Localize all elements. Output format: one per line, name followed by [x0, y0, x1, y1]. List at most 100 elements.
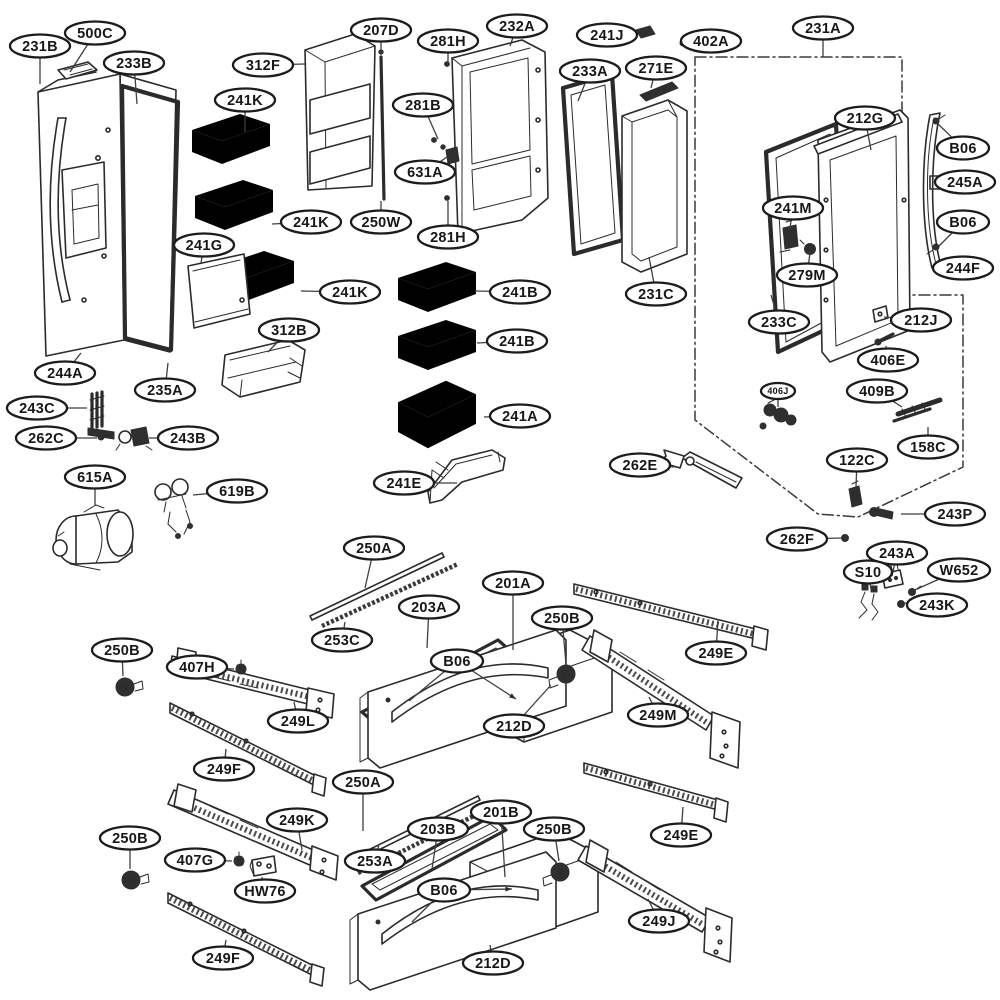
svg-text:243P: 243P	[937, 507, 972, 523]
svg-text:243C: 243C	[19, 401, 55, 417]
part-screw-b06-top	[932, 114, 946, 125]
svg-text:281H: 281H	[430, 34, 466, 50]
part-label-500c-1: 500C	[63, 20, 127, 46]
part-label-262e-45: 262E	[608, 452, 672, 478]
svg-text:615A: 615A	[77, 470, 113, 486]
part-screw-281h-top	[444, 61, 450, 67]
svg-text:281B: 281B	[405, 98, 441, 114]
part-rail-249k	[167, 783, 339, 881]
svg-text:253A: 253A	[357, 854, 393, 870]
part-bin-unit-312f	[304, 33, 376, 191]
part-label-235a-47: 235A	[133, 377, 197, 403]
part-label-615a-51: 615A	[63, 464, 127, 490]
part-door-gasket-233b	[119, 83, 181, 353]
part-label-250a-54: 250A	[342, 535, 406, 561]
part-label-212d-77: 212D	[482, 713, 546, 739]
part-cover-232a	[431, 39, 549, 235]
svg-text:241E: 241E	[386, 476, 421, 492]
part-label-243b-50: 243B	[156, 425, 220, 451]
leader-arrowhead	[509, 693, 516, 699]
svg-text:249E: 249E	[663, 828, 698, 844]
svg-text:158C: 158C	[910, 440, 946, 456]
svg-text:249F: 249F	[207, 762, 241, 778]
part-strip-250a-top	[309, 552, 445, 621]
part-grommet-250b-1	[115, 677, 144, 697]
svg-text:241K: 241K	[332, 285, 368, 301]
part-label-241a-23: 241A	[488, 403, 552, 429]
part-screw-b06-bottom	[926, 243, 940, 255]
svg-text:245A: 245A	[947, 175, 983, 191]
part-label-402a-13: 402A	[679, 28, 743, 54]
svg-text:243B: 243B	[170, 431, 206, 447]
part-hinge-243c	[87, 390, 115, 440]
svg-text:631A: 631A	[407, 165, 443, 181]
svg-text:B06: B06	[430, 883, 458, 899]
svg-text:231B: 231B	[22, 39, 58, 55]
part-door-231c	[621, 99, 688, 273]
svg-text:250B: 250B	[104, 643, 140, 659]
svg-text:231A: 231A	[805, 21, 841, 37]
part-bin-241b-2	[398, 320, 476, 370]
svg-text:233B: 233B	[116, 56, 152, 72]
part-label-233a-14: 233A	[558, 58, 622, 84]
part-label-158c-37: 158C	[896, 434, 960, 460]
part-grommet-250b-4	[121, 870, 150, 890]
part-screw-262c	[97, 433, 111, 441]
svg-text:249F: 249F	[206, 951, 240, 967]
part-label-253a-72: 253A	[343, 848, 407, 874]
svg-text:249M: 249M	[639, 708, 676, 724]
part-tray-241e	[427, 449, 506, 504]
part-label-b06-58: B06	[429, 648, 485, 674]
part-label-281h-20: 281H	[416, 224, 480, 250]
part-panel-241g	[187, 253, 251, 329]
part-label-243c-48: 243C	[5, 395, 69, 421]
part-hinge-243b	[115, 426, 153, 451]
part-label-249j-79: 249J	[627, 908, 691, 934]
part-label-619b-52: 619B	[205, 478, 269, 504]
part-label-203a-56: 203A	[397, 594, 461, 620]
part-bracket-241m	[779, 219, 799, 253]
svg-text:231C: 231C	[638, 287, 674, 303]
part-label-250b-66: 250B	[98, 825, 162, 851]
part-label-207d-9: 207D	[349, 17, 413, 43]
part-label-407h-63: 407H	[165, 654, 229, 680]
part-bin-241k-1	[192, 114, 270, 164]
svg-text:243K: 243K	[919, 598, 955, 614]
part-bracket-271e	[639, 81, 679, 102]
svg-text:249J: 249J	[642, 914, 675, 930]
svg-text:249L: 249L	[281, 714, 315, 730]
svg-text:207D: 207D	[363, 23, 399, 39]
part-label-243p-39: 243P	[923, 501, 987, 527]
part-clip-241j	[635, 25, 656, 39]
svg-text:241K: 241K	[293, 215, 329, 231]
svg-text:250B: 250B	[544, 611, 580, 627]
svg-text:249K: 249K	[279, 813, 315, 829]
part-label-233c-32: 233C	[747, 309, 811, 335]
svg-text:203B: 203B	[420, 822, 456, 838]
svg-text:406E: 406E	[870, 353, 905, 369]
part-label-249e-80: 249E	[649, 822, 713, 848]
svg-text:W652: W652	[939, 563, 978, 579]
part-label-b06-26: B06	[935, 135, 991, 161]
part-rail-249j	[577, 839, 733, 963]
part-label-249l-64: 249L	[266, 708, 330, 734]
part-label-250b-59: 250B	[530, 605, 594, 631]
svg-text:271E: 271E	[638, 61, 673, 77]
part-label-243k-44: 243K	[905, 592, 969, 618]
svg-text:241K: 241K	[227, 93, 263, 109]
part-label-w652-43: W652	[926, 557, 992, 583]
part-bracket-hw76	[249, 855, 277, 877]
part-grommet-250b-3	[542, 862, 570, 887]
svg-text:402A: 402A	[693, 34, 729, 50]
part-screw-281h-bottom	[444, 195, 450, 201]
part-bolt-243p	[869, 507, 894, 520]
part-motor-615a	[52, 504, 134, 571]
leader-arrowhead	[505, 886, 512, 892]
part-label-631a-18: 631A	[393, 159, 457, 185]
svg-text:201B: 201B	[483, 805, 519, 821]
part-label-253c-55: 253C	[310, 627, 374, 653]
svg-text:244A: 244A	[47, 366, 83, 382]
svg-text:407H: 407H	[179, 660, 215, 676]
part-label-249f-65: 249F	[192, 756, 256, 782]
